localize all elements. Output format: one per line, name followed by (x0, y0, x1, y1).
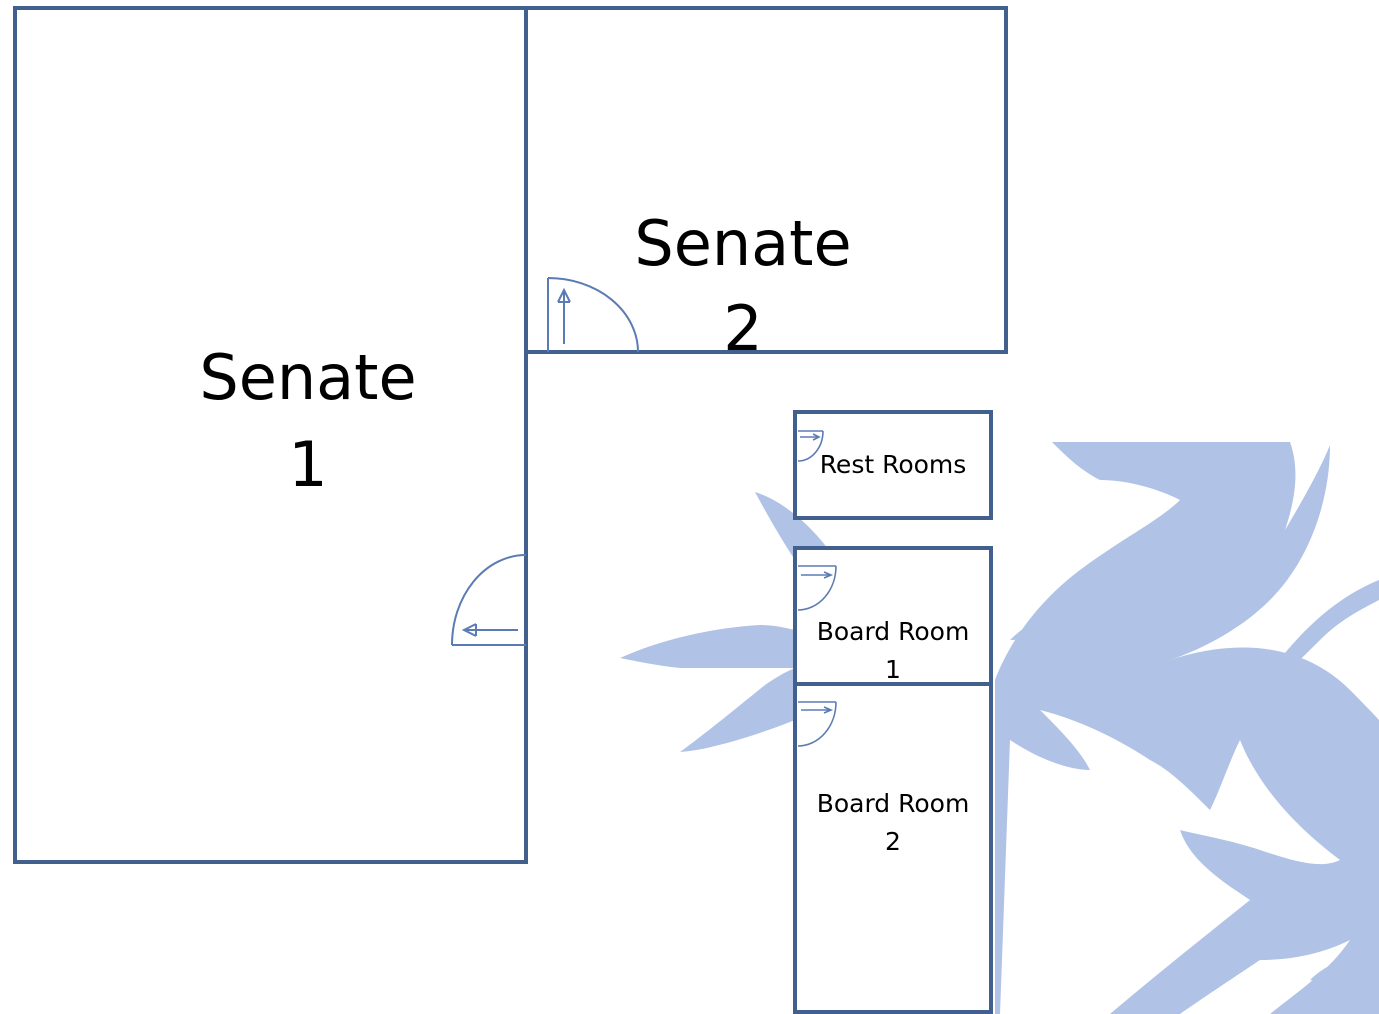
leaf-decoration (620, 442, 1379, 1014)
board-room-1-label-line2: 1 (885, 655, 901, 684)
board-room-2-label-line2: 2 (885, 827, 901, 856)
rest-rooms-label: Rest Rooms (820, 450, 967, 479)
senate-2-label-line2: 2 (723, 292, 762, 365)
door-swing-icon (797, 701, 837, 747)
leaf-shape (1010, 606, 1160, 640)
rest-rooms-outline (793, 410, 993, 520)
senate-2-outline (526, 6, 1008, 354)
senate-1-outline (13, 6, 528, 864)
door-swing-icon (797, 565, 837, 611)
door-swing-icon (547, 277, 639, 353)
senate-1-label-line1: Senate (199, 341, 416, 414)
senate-2-label-line1: Senate (634, 207, 851, 280)
leaf-shape (680, 668, 795, 752)
walls (13, 6, 1008, 1014)
senate-1-label-line2: 1 (288, 428, 327, 501)
leaf-shape (1310, 958, 1370, 982)
board-room-2-outline (795, 682, 993, 1014)
doors (451, 277, 837, 747)
board-room-2-label-line1: Board Room (817, 789, 970, 818)
board-room-1-label-line1: Board Room (817, 617, 970, 646)
leaf-shape (1130, 540, 1175, 560)
leaf-shape (995, 442, 1379, 1014)
room-labels: Senate 1 Senate 2 Rest Rooms Board Room … (199, 207, 969, 856)
leaf-shape (620, 625, 795, 668)
door-swing-icon (797, 430, 824, 462)
door-swing-icon (451, 554, 527, 646)
